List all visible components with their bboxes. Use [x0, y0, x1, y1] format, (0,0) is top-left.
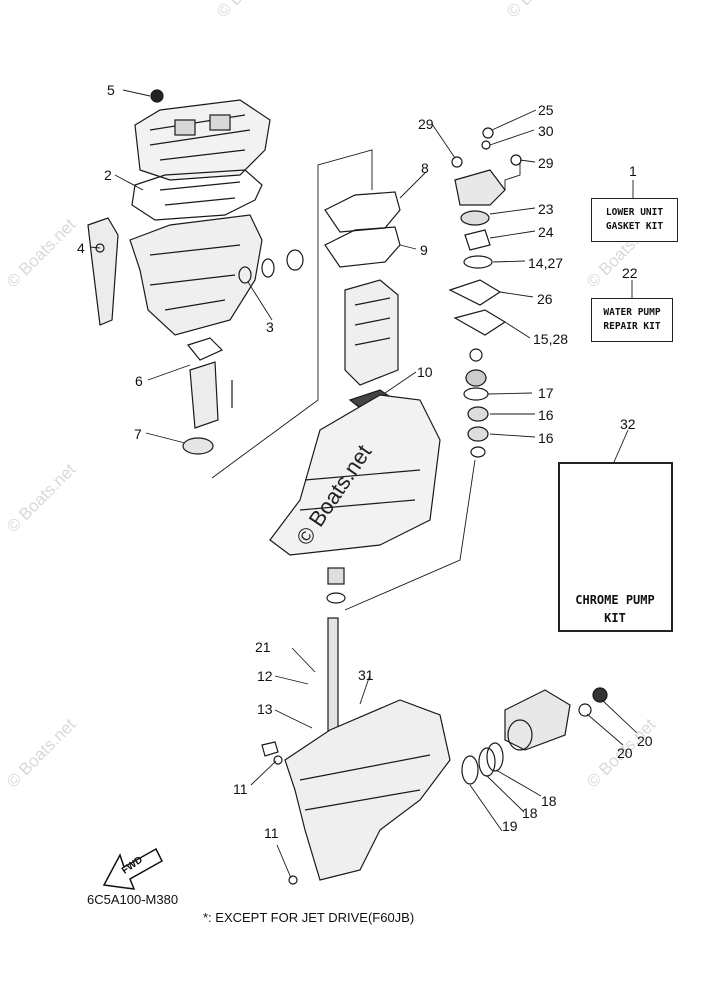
callout-24: 24 — [538, 224, 554, 240]
kit-label-line1: LOWER UNIT — [605, 207, 664, 218]
exhaust-extension-drawing — [344, 279, 399, 386]
part-4-bracket-drawing — [87, 217, 119, 326]
callout-13: 13 — [257, 701, 273, 717]
callout-20: 20 — [617, 745, 633, 761]
kit-label-line1: CHROME PUMP — [575, 593, 655, 607]
water-pump-repair-kit-box: WATER PUMP REPAIR KIT — [591, 298, 673, 342]
callout-14-27: 14,27 — [528, 255, 564, 271]
upper-casing-drawing — [134, 89, 271, 181]
footnote: *: EXCEPT FOR JET DRIVE(F60JB) — [203, 910, 415, 925]
callout-10: 10 — [417, 364, 433, 380]
callout-11: 11 — [233, 781, 248, 797]
driveshaft-drawing — [327, 617, 339, 739]
callout-16: 16 — [538, 407, 554, 423]
callout-18: 18 — [522, 805, 538, 821]
callout-31: 31 — [358, 667, 374, 683]
callout-16: 16 — [538, 430, 554, 446]
chrome-pump-kit-box: CHROME PUMP KIT — [558, 462, 673, 632]
callout-18: 18 — [541, 793, 557, 809]
leader-lines — [89, 89, 638, 879]
impeller-drawing — [326, 567, 346, 604]
bolts-drawing — [261, 741, 298, 885]
kit-label-line1: WATER PUMP — [603, 307, 661, 318]
callout-9: 9 — [420, 242, 428, 258]
callout-7: 7 — [134, 426, 142, 442]
callout-25: 25 — [538, 102, 554, 118]
part-6-plate-drawing — [186, 337, 233, 429]
callout-15-28: 15,28 — [533, 331, 569, 347]
callout-22: 22 — [622, 265, 638, 281]
gaskets-8-9-drawing — [324, 191, 401, 268]
chrome-pump-kit-label: CHROME PUMP KIT — [555, 591, 675, 627]
callout-20: 20 — [637, 733, 653, 749]
kit-label-line2: REPAIR KIT — [603, 321, 661, 332]
lower-unit-gasket-kit-box: LOWER UNIT GASKET KIT — [591, 198, 678, 242]
kit-label-line2: GASKET KIT — [605, 221, 664, 232]
water-pump-stack-drawing — [448, 127, 522, 458]
callout-1: 1 — [629, 163, 637, 179]
callout-29: 29 — [418, 116, 434, 132]
callout-21: 21 — [255, 639, 271, 655]
exhaust-casing-drawing — [129, 214, 263, 336]
gasket-2-drawing — [131, 169, 263, 221]
callout-11: 11 — [264, 825, 279, 841]
o-rings-18-19-drawing — [461, 742, 504, 785]
callout-32: 32 — [620, 416, 636, 432]
part-3-seals-drawing — [238, 249, 304, 284]
kit-label-line2: KIT — [604, 611, 626, 625]
callout-26: 26 — [537, 291, 553, 307]
callout-2: 2 — [104, 167, 112, 183]
callout-6: 6 — [135, 373, 143, 389]
callout-19: 19 — [502, 818, 518, 834]
diagram-code: 6C5A100-M380 — [87, 892, 179, 907]
prop-shaft-housing-drawing — [504, 689, 571, 751]
callout-8: 8 — [421, 160, 429, 176]
callout-17: 17 — [538, 385, 554, 401]
fwd-arrow-icon — [102, 847, 163, 890]
callout-5: 5 — [107, 82, 115, 98]
part-20-seals-drawing — [578, 687, 608, 717]
lower-case-drawing — [284, 699, 451, 881]
callout-30: 30 — [538, 123, 554, 139]
callout-4: 4 — [77, 240, 85, 256]
upper-case-drawing — [269, 394, 441, 556]
callout-29: 29 — [538, 155, 554, 171]
callout-3: 3 — [266, 319, 274, 335]
callout-12: 12 — [257, 668, 273, 684]
callout-23: 23 — [538, 201, 554, 217]
part-7-seal-drawing — [182, 437, 214, 455]
